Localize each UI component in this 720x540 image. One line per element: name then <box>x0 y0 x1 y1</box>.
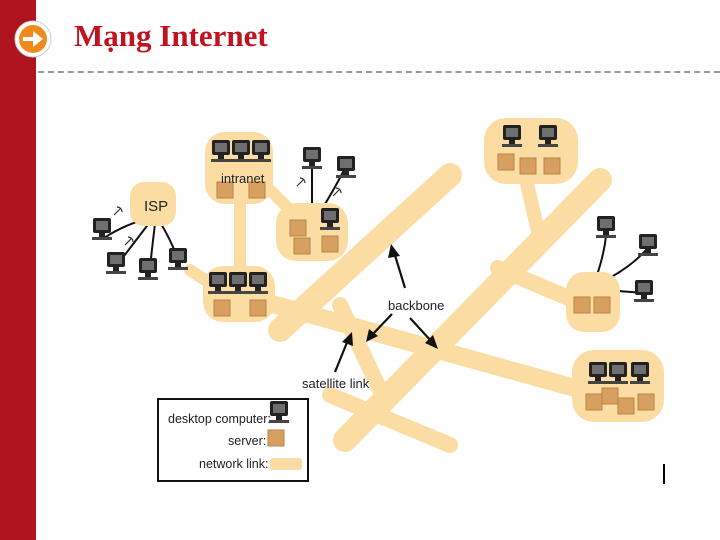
isp-label: ISP <box>144 198 168 215</box>
lan-cloud-top-right <box>484 118 578 184</box>
vertical-mark <box>663 464 665 484</box>
lan-cloud-right <box>566 272 620 332</box>
lan-cloud-lower-left <box>203 266 275 322</box>
legend-network-link-swatch <box>270 458 302 470</box>
legend-desktop-label: desktop computer: <box>168 412 271 426</box>
title-divider <box>38 71 720 73</box>
satellite-link-label: satellite link <box>302 376 370 391</box>
backbone-label: backbone <box>388 298 444 313</box>
page-title: Mạng Internet <box>74 18 268 53</box>
intranet-label: intranet <box>221 171 265 186</box>
legend: desktop computer: server: network link: <box>157 398 309 482</box>
legend-server-icon <box>267 429 285 447</box>
intranet-cloud: intranet <box>205 132 273 204</box>
sidebar-accent-bar <box>0 0 36 540</box>
isp-cloud: ISP <box>130 182 176 226</box>
pointer-arrows <box>333 244 438 373</box>
legend-server-label: server: <box>228 434 266 448</box>
legend-network-link-label: network link: <box>199 457 268 471</box>
arrow-right-icon <box>14 20 52 58</box>
lan-cloud-center <box>276 203 348 261</box>
lan-cloud-bottom-right <box>572 350 664 422</box>
